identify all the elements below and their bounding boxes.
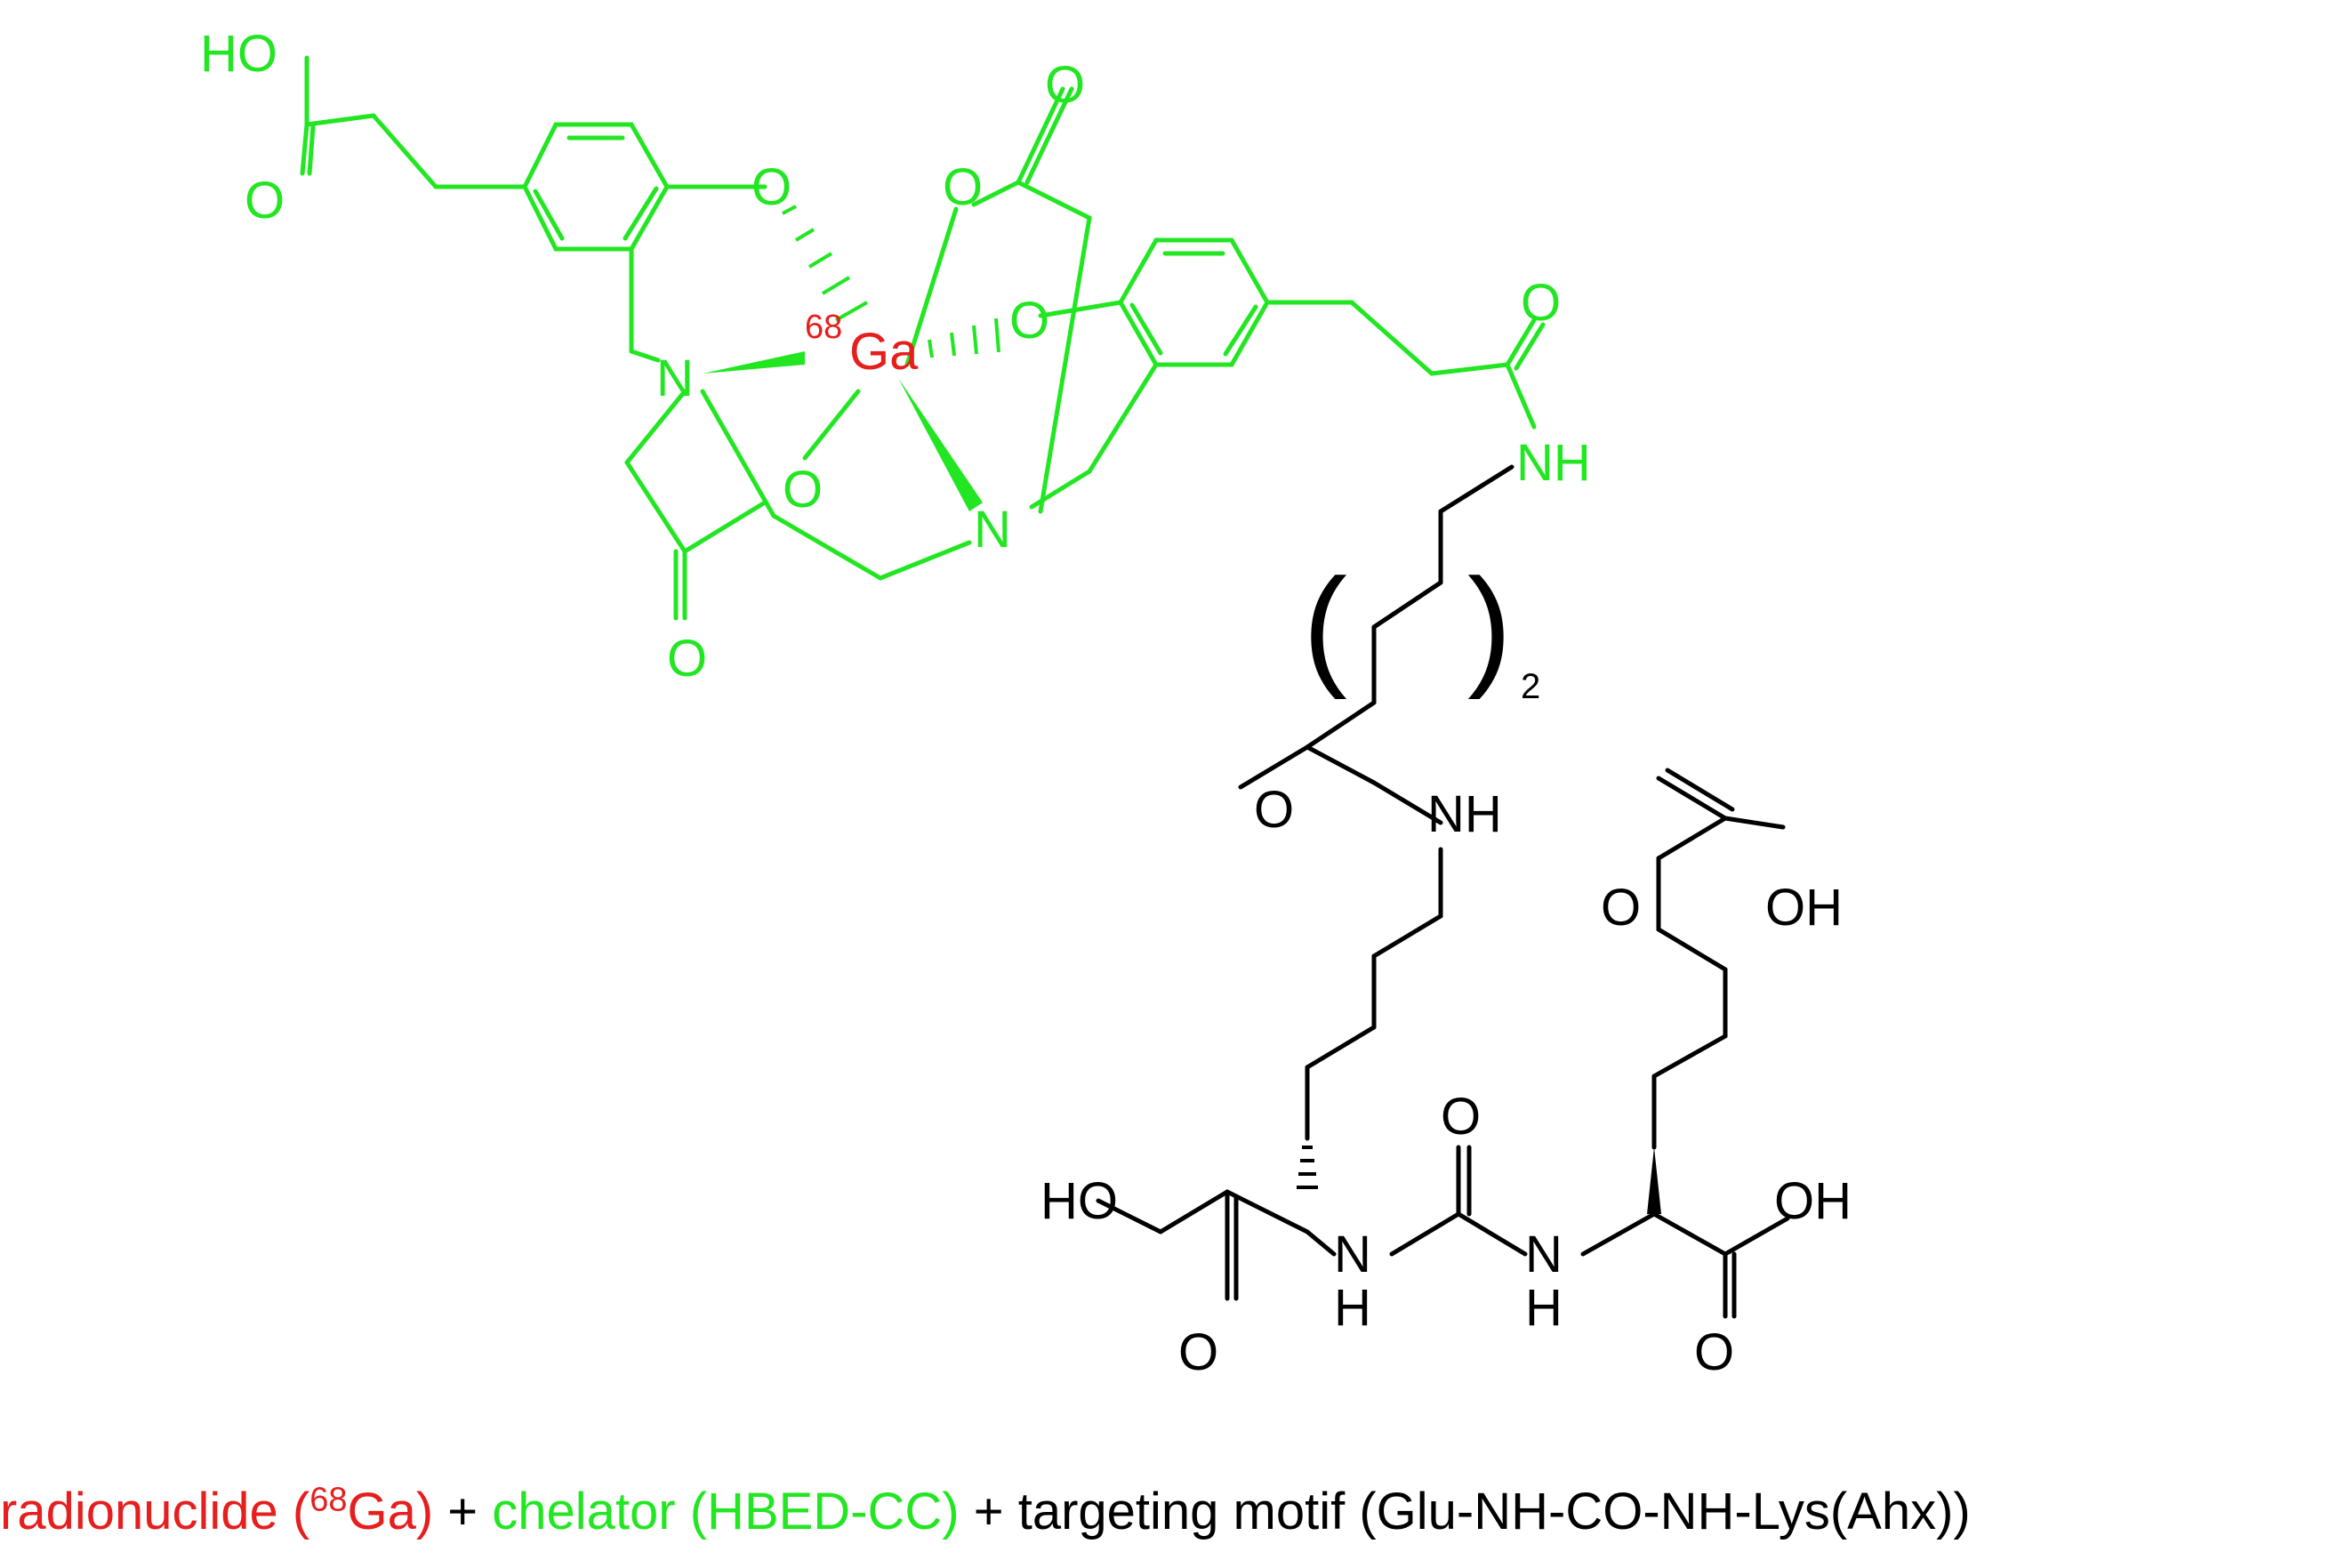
hashed-bond-o-ga: [782, 205, 1000, 358]
carboxylate-oxygen-label: O: [783, 461, 823, 519]
hydroxyl-label: OH: [1774, 1172, 1852, 1230]
caption-plus: +: [433, 1483, 493, 1540]
wedge-bond-ga-n: [898, 378, 983, 511]
amine-nitrogen-label: N: [656, 350, 694, 407]
targeting-motif: [1096, 464, 1790, 1319]
urea-nitrogen-label: N: [1525, 1226, 1563, 1283]
phenolate-oxygen-label: O: [751, 158, 791, 216]
carbonyl-oxygen-label: O: [1694, 1323, 1734, 1381]
carbonyl-oxygen-label: O: [667, 630, 707, 688]
caption-chelator: chelator (HBED-CC): [492, 1483, 960, 1540]
caption-plus: +: [959, 1483, 1018, 1540]
urea-hydrogen-label: H: [1525, 1279, 1563, 1337]
repeat-open-paren: (: [1303, 551, 1347, 700]
chelator-hbed-cc: [300, 55, 1546, 621]
figure-caption: radionuclide (68Ga) + chelator (HBED-CC)…: [0, 1476, 2338, 1548]
caption-targeting-motif: targeting motif (Glu-NH-CO-NH-Lys(Ahx)): [1017, 1483, 1971, 1540]
amide-nh-label: NH: [1516, 434, 1591, 492]
wedge-bond-n-ga: [703, 351, 805, 374]
phenolate-oxygen-label: O: [1009, 292, 1049, 350]
carbonyl-oxygen-label: O: [245, 172, 285, 229]
repeat-close-paren: ): [1467, 551, 1512, 700]
amide-nh-label: NH: [1427, 785, 1502, 843]
carboxylate-oxygen-label: O: [943, 158, 983, 216]
repeat-count: 2: [1521, 667, 1540, 706]
gallium-label: Ga: [849, 323, 919, 381]
amide-oxygen-label: O: [1254, 781, 1294, 839]
amine-nitrogen-label: N: [974, 501, 1011, 559]
amide-carbonyl-oxygen-label: O: [1521, 274, 1561, 332]
gallium-mass-number: 68: [805, 309, 842, 346]
wedge-bond-glu: [1647, 1147, 1661, 1214]
hashed-bond-lys: [1297, 1146, 1318, 1189]
caption-radionuclide: radionuclide (68Ga): [0, 1481, 434, 1540]
hydroxyl-label: HO: [200, 25, 277, 83]
carbonyl-oxygen-label: O: [1045, 56, 1085, 114]
urea-oxygen-label: O: [1441, 1088, 1481, 1146]
hydroxyl-label: HO: [1040, 1172, 1118, 1230]
urea-nitrogen-label: N: [1334, 1226, 1371, 1283]
hydroxyl-label: OH: [1765, 879, 1843, 937]
urea-hydrogen-label: H: [1334, 1279, 1371, 1337]
carbonyl-oxygen-label: O: [1601, 879, 1641, 937]
carbonyl-oxygen-label: O: [1178, 1323, 1218, 1381]
